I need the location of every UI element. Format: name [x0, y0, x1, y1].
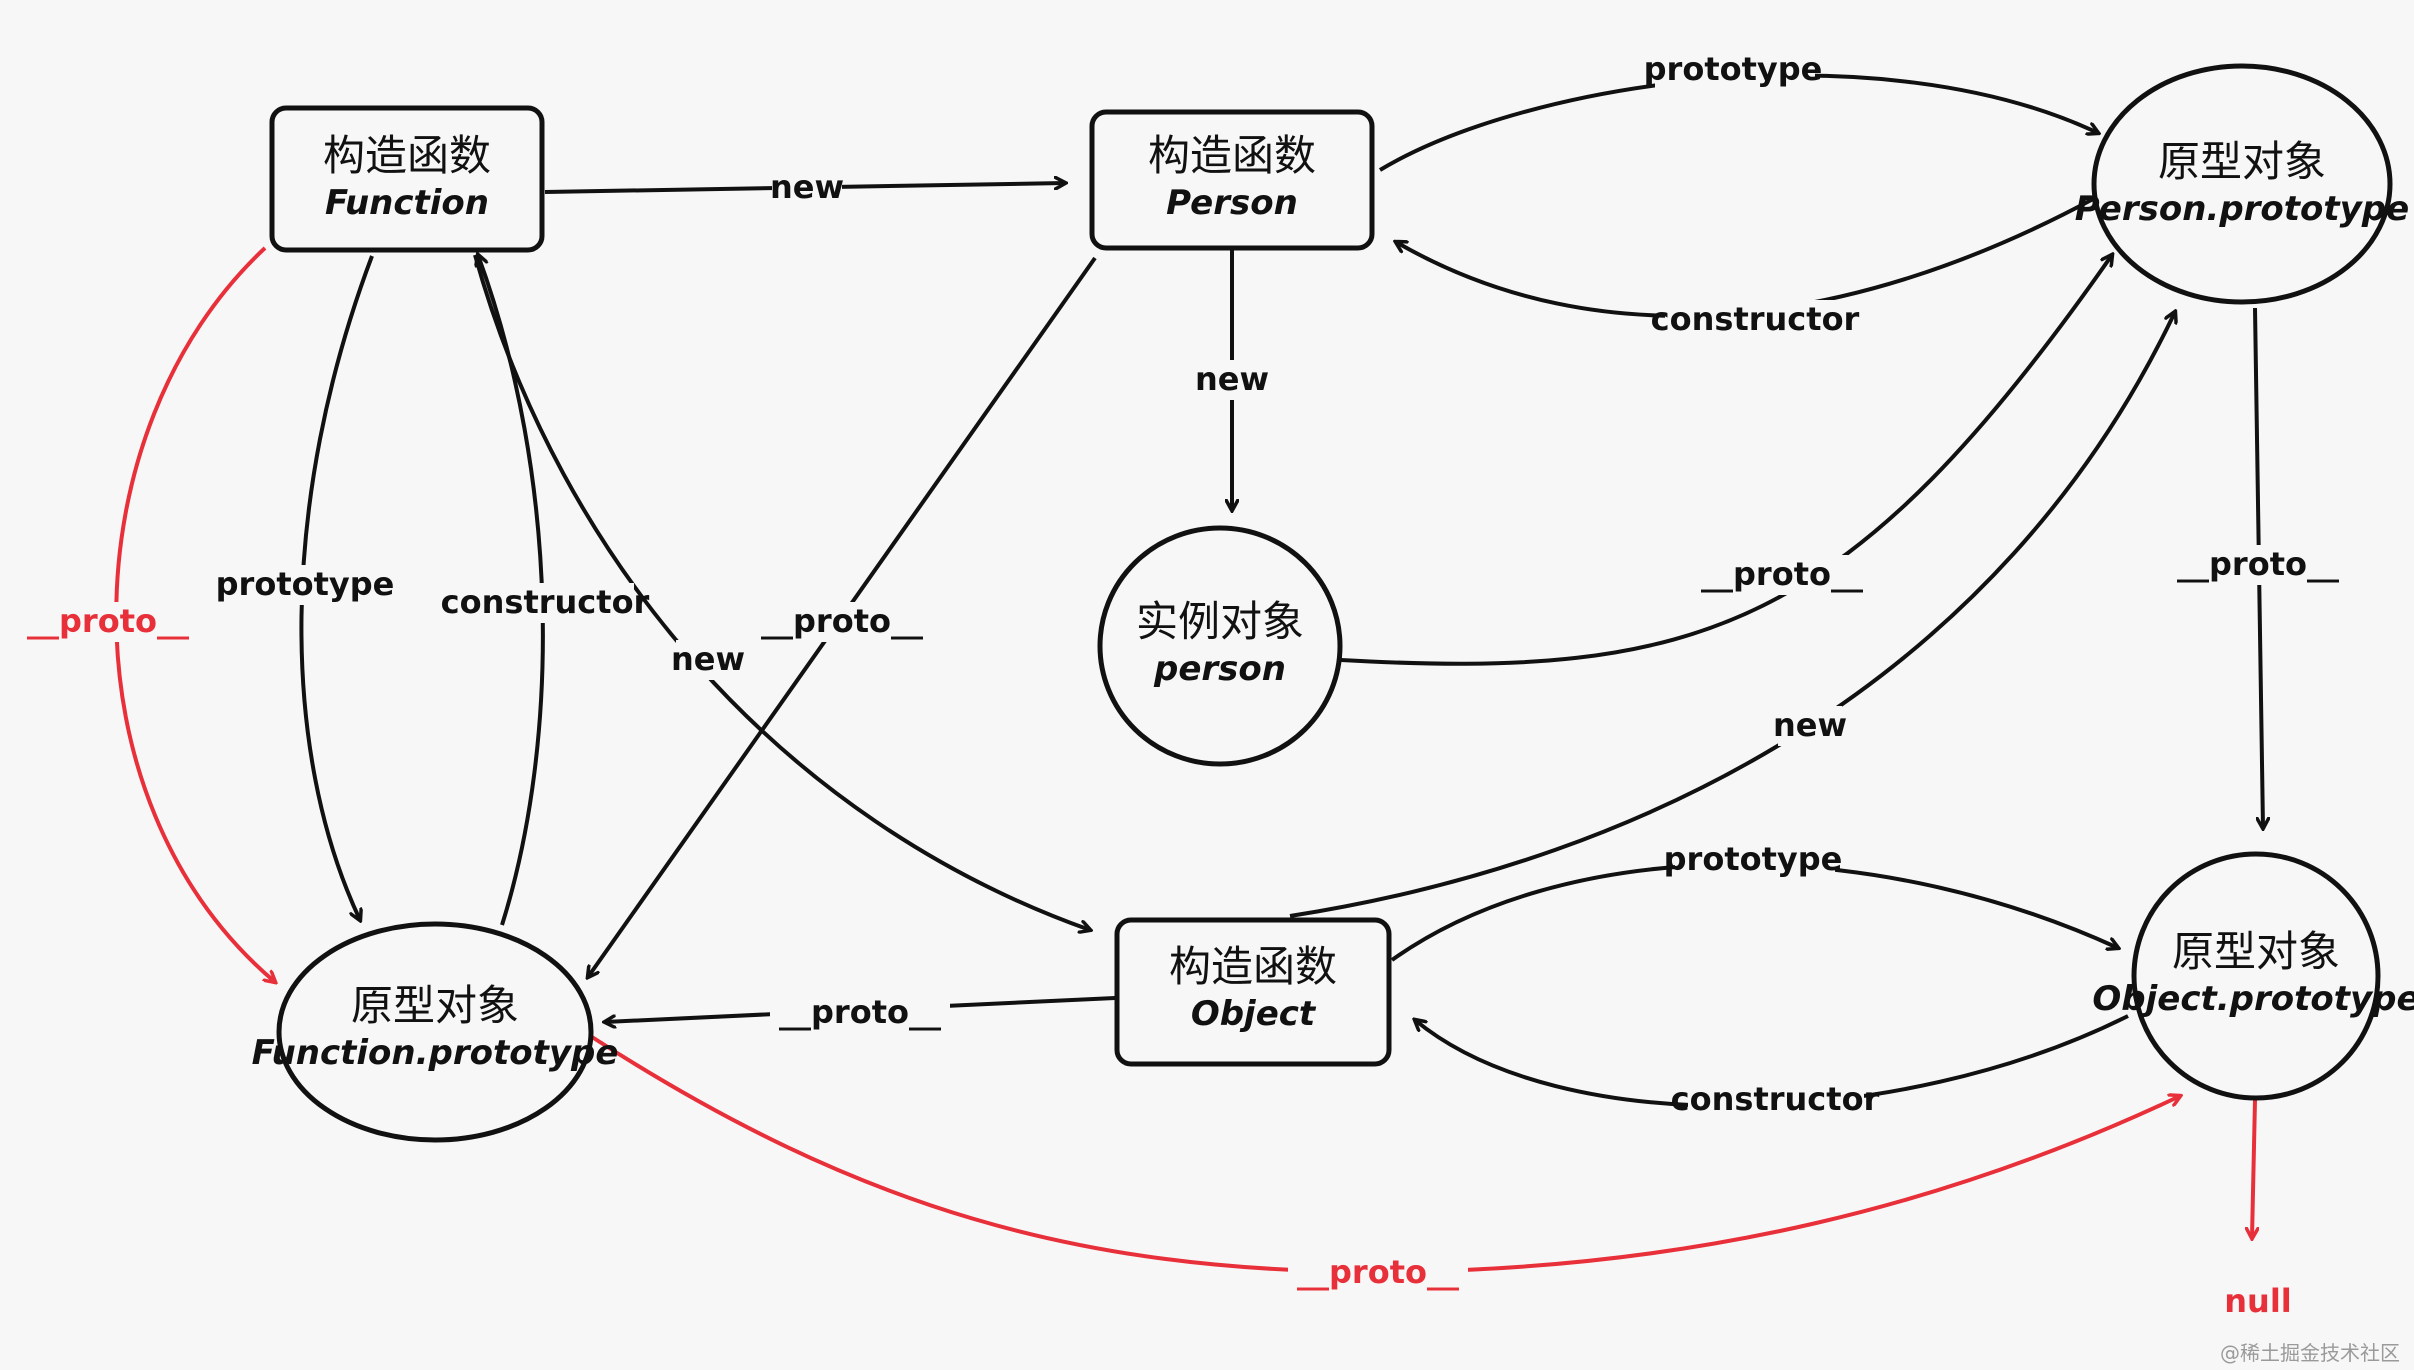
node-function-en: Function	[325, 183, 489, 223]
label-object-new-person-proto: new	[1773, 706, 1847, 744]
node-object-proto-en: Object.prototype	[2092, 979, 2414, 1019]
edge-function-proto-to-object-proto	[590, 1035, 2180, 1275]
label-instance-proto: __proto__	[1701, 555, 1863, 593]
node-object-en: Object	[1191, 994, 1317, 1034]
node-object-cn: 构造函数	[1169, 942, 1337, 991]
node-person-constructor: 构造函数 Person	[1089, 109, 1375, 251]
node-object-proto-cn: 原型对象	[2172, 927, 2340, 976]
label-null: null	[2224, 1282, 2292, 1320]
label-function-constructor: constructor	[441, 583, 650, 621]
node-person-proto-en: Person.prototype	[2075, 189, 2409, 229]
edge-object-new-person-proto	[1289, 312, 2175, 918]
label-function-proto-to-object-proto: __proto__	[1297, 1253, 1459, 1291]
label-object-prototype: prototype	[1664, 840, 1843, 878]
node-person-instance: 实例对象 person	[1097, 525, 1343, 767]
node-object-prototype: 原型对象 Object.prototype	[2092, 851, 2414, 1101]
label-person-constructor: constructor	[1651, 300, 1860, 338]
node-function-cn: 构造函数	[323, 131, 491, 180]
node-function-prototype: 原型对象 Function.prototype	[252, 921, 619, 1143]
edge-function-prototype	[299, 255, 374, 920]
label-function-new-person: new	[770, 168, 844, 206]
node-instance-cn: 实例对象	[1136, 597, 1304, 646]
watermark: @稀土掘金技术社区	[2220, 1341, 2400, 1365]
label-person-ctor-proto: __proto__	[761, 602, 923, 640]
node-function-proto-en: Function.prototype	[252, 1033, 619, 1073]
node-person-proto-cn: 原型对象	[2158, 137, 2326, 186]
label-person-new-instance: new	[1195, 360, 1269, 398]
edge-object-proto-null	[2252, 1099, 2255, 1238]
label-function-prototype: prototype	[216, 565, 395, 603]
node-instance-en: person	[1153, 649, 1286, 689]
node-function-constructor: 构造函数 Function	[269, 105, 545, 253]
label-object-ctor-proto: __proto__	[779, 993, 941, 1031]
label-object-constructor: constructor	[1671, 1080, 1880, 1118]
edge-labels: new prototype constructor new __proto__ …	[18, 50, 2348, 1320]
label-person-prototype: prototype	[1644, 50, 1823, 88]
label-function-proto-red: __proto__	[27, 602, 189, 640]
label-person-proto-proto: __proto__	[2177, 545, 2339, 583]
label-function-new-object: new	[671, 640, 745, 678]
node-person-en: Person	[1166, 183, 1298, 223]
node-function-proto-cn: 原型对象	[351, 981, 519, 1030]
node-person-prototype: 原型对象 Person.prototype	[2075, 63, 2409, 305]
edge-person-constructor	[1396, 196, 2096, 318]
node-person-cn: 构造函数	[1148, 131, 1316, 180]
edge-instance-proto	[1340, 255, 2112, 666]
node-object-constructor: 构造函数 Object	[1114, 917, 1392, 1067]
